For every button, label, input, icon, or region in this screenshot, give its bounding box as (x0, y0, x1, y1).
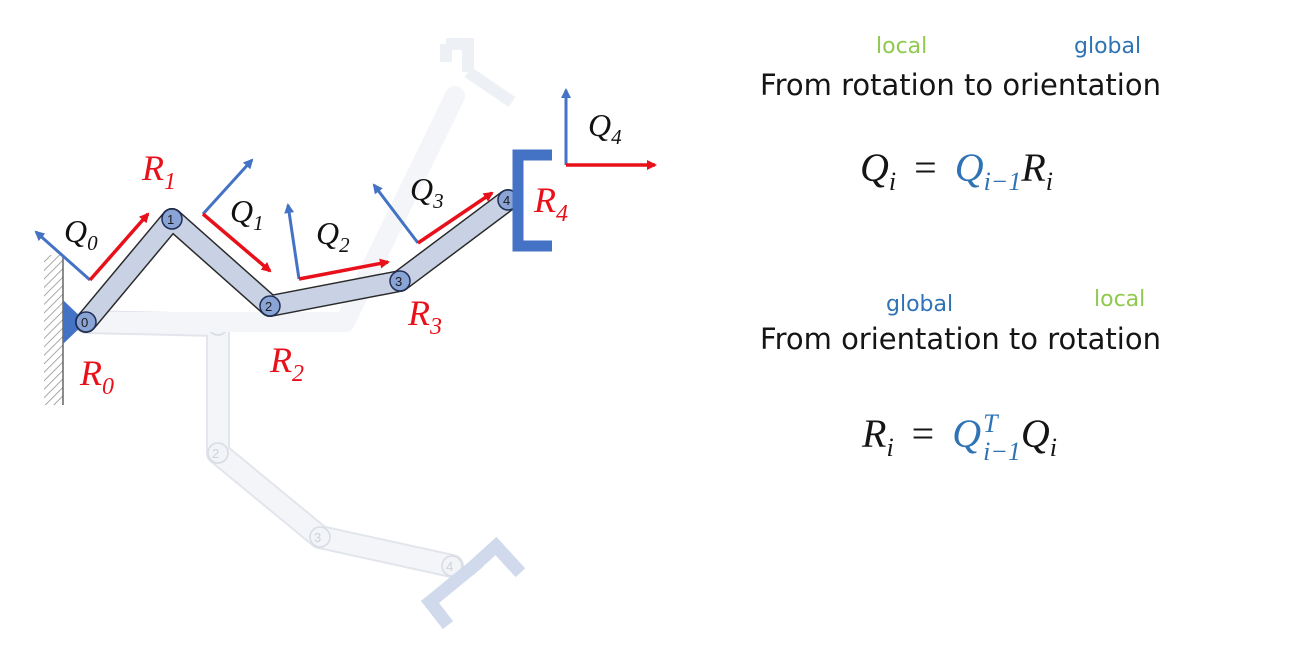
orientation-frames (34, 88, 571, 282)
label-q3: Q3 (410, 171, 444, 213)
joint-number-1: 1 (167, 212, 174, 227)
equation-orientation: Qi=Qi−1Ri (860, 145, 1054, 196)
label-r4: R4 (533, 180, 568, 227)
rotation-r2-arrow (298, 258, 390, 281)
tag-global-top: global (1074, 34, 1142, 59)
label-r3: R3 (407, 293, 442, 340)
rotation-r3-arrow (417, 191, 494, 245)
frame-q2-axis (284, 203, 301, 280)
rotation-r1-arrow (201, 212, 272, 273)
label-q4: Q4 (588, 107, 622, 149)
formula-panel: local global From rotation to orientatio… (720, 0, 1289, 650)
label-r1: R1 (141, 148, 176, 195)
label-q2: Q2 (316, 215, 350, 257)
robot-arm-diagram: 1 2 3 4 (34, 38, 657, 630)
ghost-joint-label-4: 4 (446, 559, 453, 574)
frame-q3-axis (372, 183, 420, 244)
rotation-arrows (88, 160, 657, 282)
arm-links (75, 189, 519, 333)
frame-q1-axis (201, 158, 254, 216)
ghost-joint-label-2: 2 (212, 446, 219, 461)
joint-2 (259, 295, 281, 317)
joint-number-2: 2 (265, 299, 272, 314)
joint-number-3: 3 (395, 274, 402, 289)
tag-local-bottom: local (1094, 287, 1146, 312)
heading-rotation-to-orientation: From rotation to orientation (760, 68, 1161, 102)
label-r0: R0 (79, 353, 114, 400)
joint-number-0: 0 (81, 315, 88, 330)
label-q0: Q0 (64, 213, 98, 255)
arm-joints: 0 1 2 3 4 (75, 189, 519, 333)
joint-3 (389, 270, 411, 292)
tag-local-top: local (876, 34, 928, 59)
joint-0 (75, 311, 97, 333)
ghost-joint-label-3: 3 (314, 530, 321, 545)
gripper (512, 149, 552, 252)
label-r2: R2 (269, 340, 304, 387)
heading-orientation-to-rotation: From orientation to rotation (760, 322, 1161, 356)
frame-q0-axis (34, 230, 91, 282)
joint-number-4: 4 (503, 193, 510, 208)
tag-global-bottom: global (886, 292, 954, 317)
base-joint-mount (63, 300, 86, 344)
joint-1 (161, 208, 183, 230)
base-wall (44, 255, 63, 405)
rotation-r0-arrow (88, 212, 150, 282)
label-q1: Q1 (230, 193, 264, 235)
ghost-arm: 1 2 3 4 (74, 38, 526, 630)
